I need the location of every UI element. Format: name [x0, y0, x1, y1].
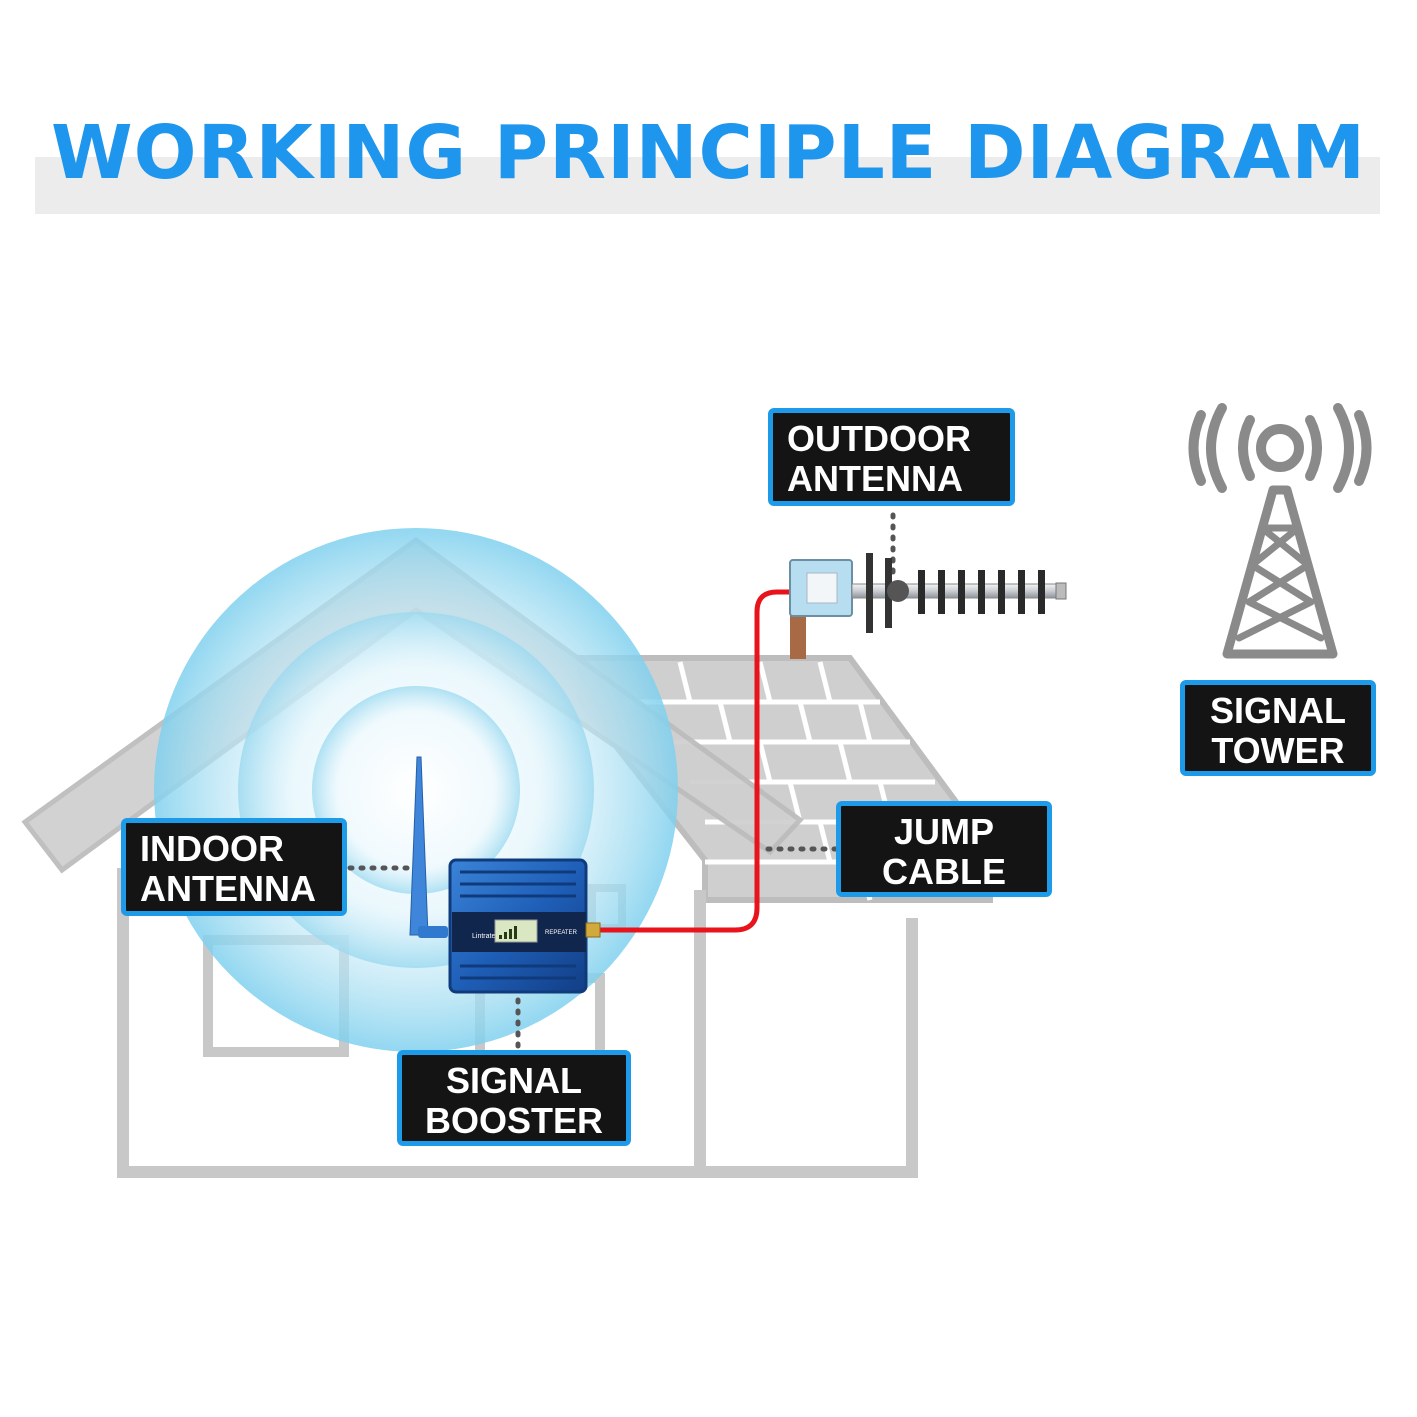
jump-cable — [598, 589, 795, 933]
callout-indoor-line2: ANTENNA — [140, 868, 316, 909]
callout-outdoor-line1: OUTDOOR — [787, 418, 971, 459]
callout-indoor-line1: INDOOR — [140, 828, 284, 869]
title-band — [35, 157, 1380, 214]
callout-jump-cable: JUMP CABLE — [836, 801, 1052, 897]
whip-antenna-icon — [409, 756, 448, 938]
callout-outdoor-antenna: OUTDOOR ANTENNA — [768, 408, 1015, 506]
booster-panel-label: REPEATER — [545, 930, 578, 936]
callout-signal-booster: SIGNAL BOOSTER — [397, 1050, 631, 1146]
left-wall — [117, 868, 918, 1178]
callout-indoor-antenna: INDOOR ANTENNA — [121, 818, 347, 916]
callout-booster-line1: SIGNAL — [445, 1060, 582, 1101]
signal-tower-icon — [1188, 403, 1372, 659]
page-title: WORKING PRINCIPLE DIAGRAM — [51, 110, 1366, 196]
leader-lines — [347, 512, 896, 1051]
callout-booster-line2: BOOSTER — [424, 1100, 603, 1141]
callout-tower-line2: TOWER — [1211, 730, 1345, 771]
booster-brand: Lintratek — [472, 933, 499, 940]
callout-jump-line2: CABLE — [882, 851, 1006, 892]
callout-outdoor-line2: ANTENNA — [787, 458, 963, 499]
callout-jump-line1: JUMP — [893, 811, 995, 852]
callout-signal-tower: SIGNAL TOWER — [1180, 680, 1376, 776]
booster-device-icon: Lintratek REPEATER — [448, 858, 601, 994]
yagi-antenna-icon — [789, 553, 1067, 659]
callout-tower-line1: SIGNAL — [1209, 690, 1346, 731]
